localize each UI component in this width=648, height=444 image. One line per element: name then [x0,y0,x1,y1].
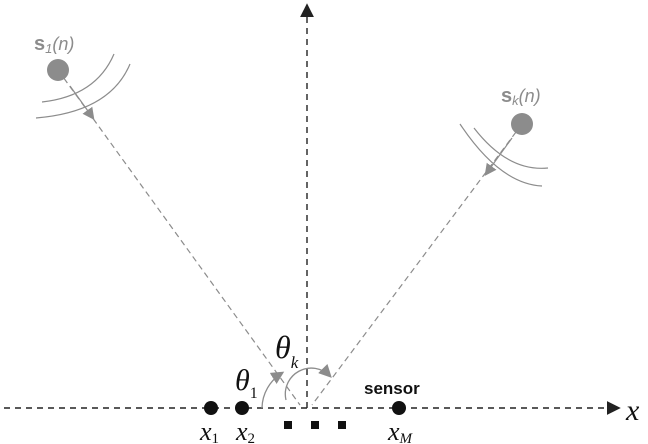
sensor-x1-label: x1 [199,417,219,444]
ray-source-1-arrow [69,85,95,120]
theta-k-arc [284,364,332,401]
source-k-dot [511,113,533,135]
sensor-x1-dot [204,401,218,415]
wavefront-source-k-outer [459,123,543,187]
source-k-label: sk(n) [501,85,541,108]
sensor-x2-label: x2 [235,417,255,444]
sensor-x2-dot [235,401,249,415]
sensor-xM-dot [392,401,406,415]
ray-source-k [311,123,523,406]
ellipsis-square-2 [311,421,319,429]
source-1-dot [47,59,69,81]
sensor-label: sensor [364,379,420,398]
wavefront-source-k-inner [473,127,549,169]
source-1-label: s1(n) [34,33,74,56]
theta-k-label: θk [275,329,299,372]
theta-1-arc [261,371,285,409]
sensor-xM-label: xM [387,417,414,444]
ray-source-k-arrow [484,137,513,176]
ray-source-1 [57,69,301,406]
ellipsis-square-3 [338,421,346,429]
ellipsis-square-1 [284,421,292,429]
wavefront-source-1-inner [41,53,115,103]
theta-1-label: θ1 [235,364,258,402]
wavefront-source-1-outer [35,63,131,119]
x-axis-label: x [625,394,640,427]
